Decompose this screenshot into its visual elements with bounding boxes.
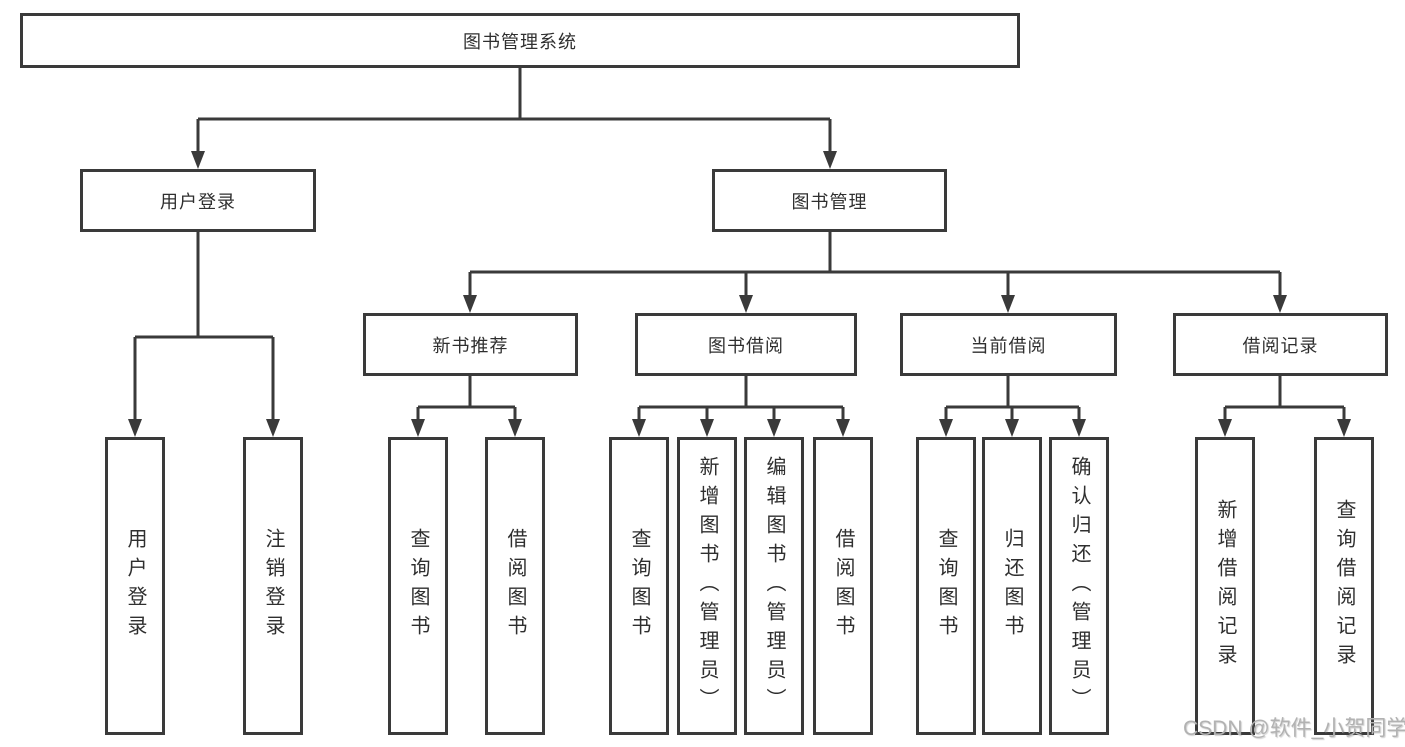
node-label: 新书推荐 bbox=[432, 335, 509, 356]
node-label: 确认归还（管理员） bbox=[1068, 455, 1090, 717]
node-label: 借阅记录 bbox=[1242, 335, 1319, 356]
node-label: 新增图书（管理员） bbox=[696, 455, 718, 717]
node-label: 查询图书 bbox=[628, 528, 650, 644]
leaf-return-books: 归还图书 bbox=[982, 437, 1042, 735]
node-label: 借阅图书 bbox=[504, 528, 526, 644]
node-label: 查询图书 bbox=[407, 528, 429, 644]
leaf-borrow-books: 借阅图书 bbox=[813, 437, 873, 735]
node-borrow-records: 借阅记录 bbox=[1173, 313, 1388, 376]
connector-book-management-branch bbox=[468, 232, 1282, 297]
node-label: 归还图书 bbox=[1001, 528, 1023, 644]
watermark: CSDN @软件_小贺同学 bbox=[1183, 717, 1405, 740]
node-label: 注销登录 bbox=[262, 528, 284, 644]
leaf-add-borrow-record: 新增借阅记录 bbox=[1195, 437, 1255, 735]
node-book-borrow: 图书借阅 bbox=[635, 313, 857, 376]
node-label: 图书管理系统 bbox=[463, 31, 577, 52]
leaf-query-books-recommend: 查询图书 bbox=[388, 437, 448, 735]
node-user-login-group: 用户登录 bbox=[80, 169, 316, 232]
node-label: 用户登录 bbox=[124, 528, 146, 644]
node-label: 用户登录 bbox=[160, 191, 236, 212]
leaf-edit-books-admin: 编辑图书（管理员） bbox=[744, 437, 804, 735]
node-label: 编辑图书（管理员） bbox=[763, 455, 785, 717]
leaf-borrow-books-recommend: 借阅图书 bbox=[485, 437, 545, 735]
leaf-logout: 注销登录 bbox=[243, 437, 303, 735]
node-label: 借阅图书 bbox=[832, 528, 854, 644]
node-label: 当前借阅 bbox=[970, 335, 1047, 356]
connector-user-login-branch bbox=[133, 232, 275, 421]
node-label: 查询图书 bbox=[935, 528, 957, 644]
node-root-system: 图书管理系统 bbox=[20, 13, 1020, 68]
node-book-management: 图书管理 bbox=[712, 169, 947, 232]
node-label: 图书借阅 bbox=[708, 335, 784, 356]
leaf-query-books-borrow: 查询图书 bbox=[609, 437, 669, 735]
leaf-add-books-admin: 新增图书（管理员） bbox=[677, 437, 737, 735]
leaf-confirm-return-admin: 确认归还（管理员） bbox=[1049, 437, 1109, 735]
node-label: 新增借阅记录 bbox=[1214, 499, 1236, 673]
node-new-book-recommend: 新书推荐 bbox=[363, 313, 578, 376]
leaf-query-borrow-record: 查询借阅记录 bbox=[1314, 437, 1374, 735]
node-label: 图书管理 bbox=[791, 191, 868, 212]
node-label: 查询借阅记录 bbox=[1333, 499, 1355, 673]
node-current-borrow: 当前借阅 bbox=[900, 313, 1117, 376]
connector-root-branch bbox=[196, 68, 832, 153]
leaf-query-books-current: 查询图书 bbox=[916, 437, 976, 735]
leaf-user-login: 用户登录 bbox=[105, 437, 165, 735]
connector-level3-branches bbox=[416, 376, 1346, 421]
